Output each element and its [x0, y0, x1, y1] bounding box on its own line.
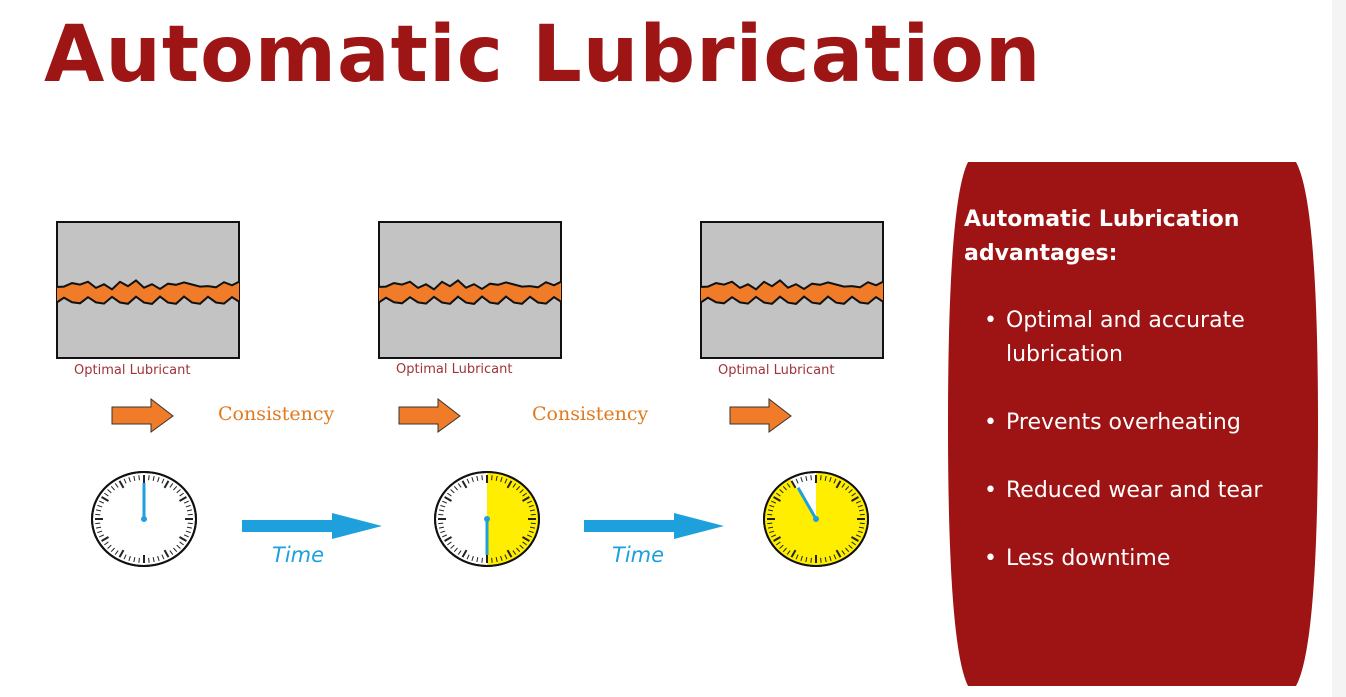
advantage-item: Less downtime [984, 542, 1306, 576]
orange-arrow-icon [398, 398, 461, 433]
advantages-list: Optimal and accurate lubrication Prevent… [984, 304, 1306, 610]
clock-icon-3 [763, 471, 869, 567]
clock-icon-2 [434, 471, 540, 567]
orange-arrow-icon [729, 398, 792, 433]
time-label-2: Time [612, 543, 665, 567]
stage-label-2: Optimal Lubricant [396, 362, 513, 377]
surface-block-2 [377, 221, 563, 359]
surface-block-3 [699, 221, 885, 359]
stage-label-3: Optimal Lubricant [718, 363, 835, 378]
consistency-label-1: Consistency [218, 403, 335, 425]
slide-title: Automatic Lubrication [44, 10, 1042, 100]
clock-icon-1 [91, 471, 197, 567]
time-arrow-icon [584, 513, 724, 539]
elapsed-sector [487, 472, 539, 566]
consistency-label-2: Consistency [532, 403, 649, 425]
clock-hand [796, 487, 818, 520]
time-label-1: Time [272, 543, 325, 567]
orange-arrow-icon [111, 398, 174, 433]
advantage-item: Reduced wear and tear [984, 474, 1306, 508]
advantage-item: Prevents overheating [984, 406, 1306, 440]
slide-edge [1332, 0, 1346, 697]
lubrication-diagram: Optimal Lubricant Optimal Lubricant Opti… [50, 200, 910, 580]
surface-block-1 [55, 221, 241, 359]
time-arrow-icon [242, 513, 382, 539]
stage-label-1: Optimal Lubricant [74, 363, 191, 378]
advantage-item: Optimal and accurate lubrication [984, 304, 1306, 372]
panel-title: Automatic Lubrication advantages: [964, 207, 1240, 266]
